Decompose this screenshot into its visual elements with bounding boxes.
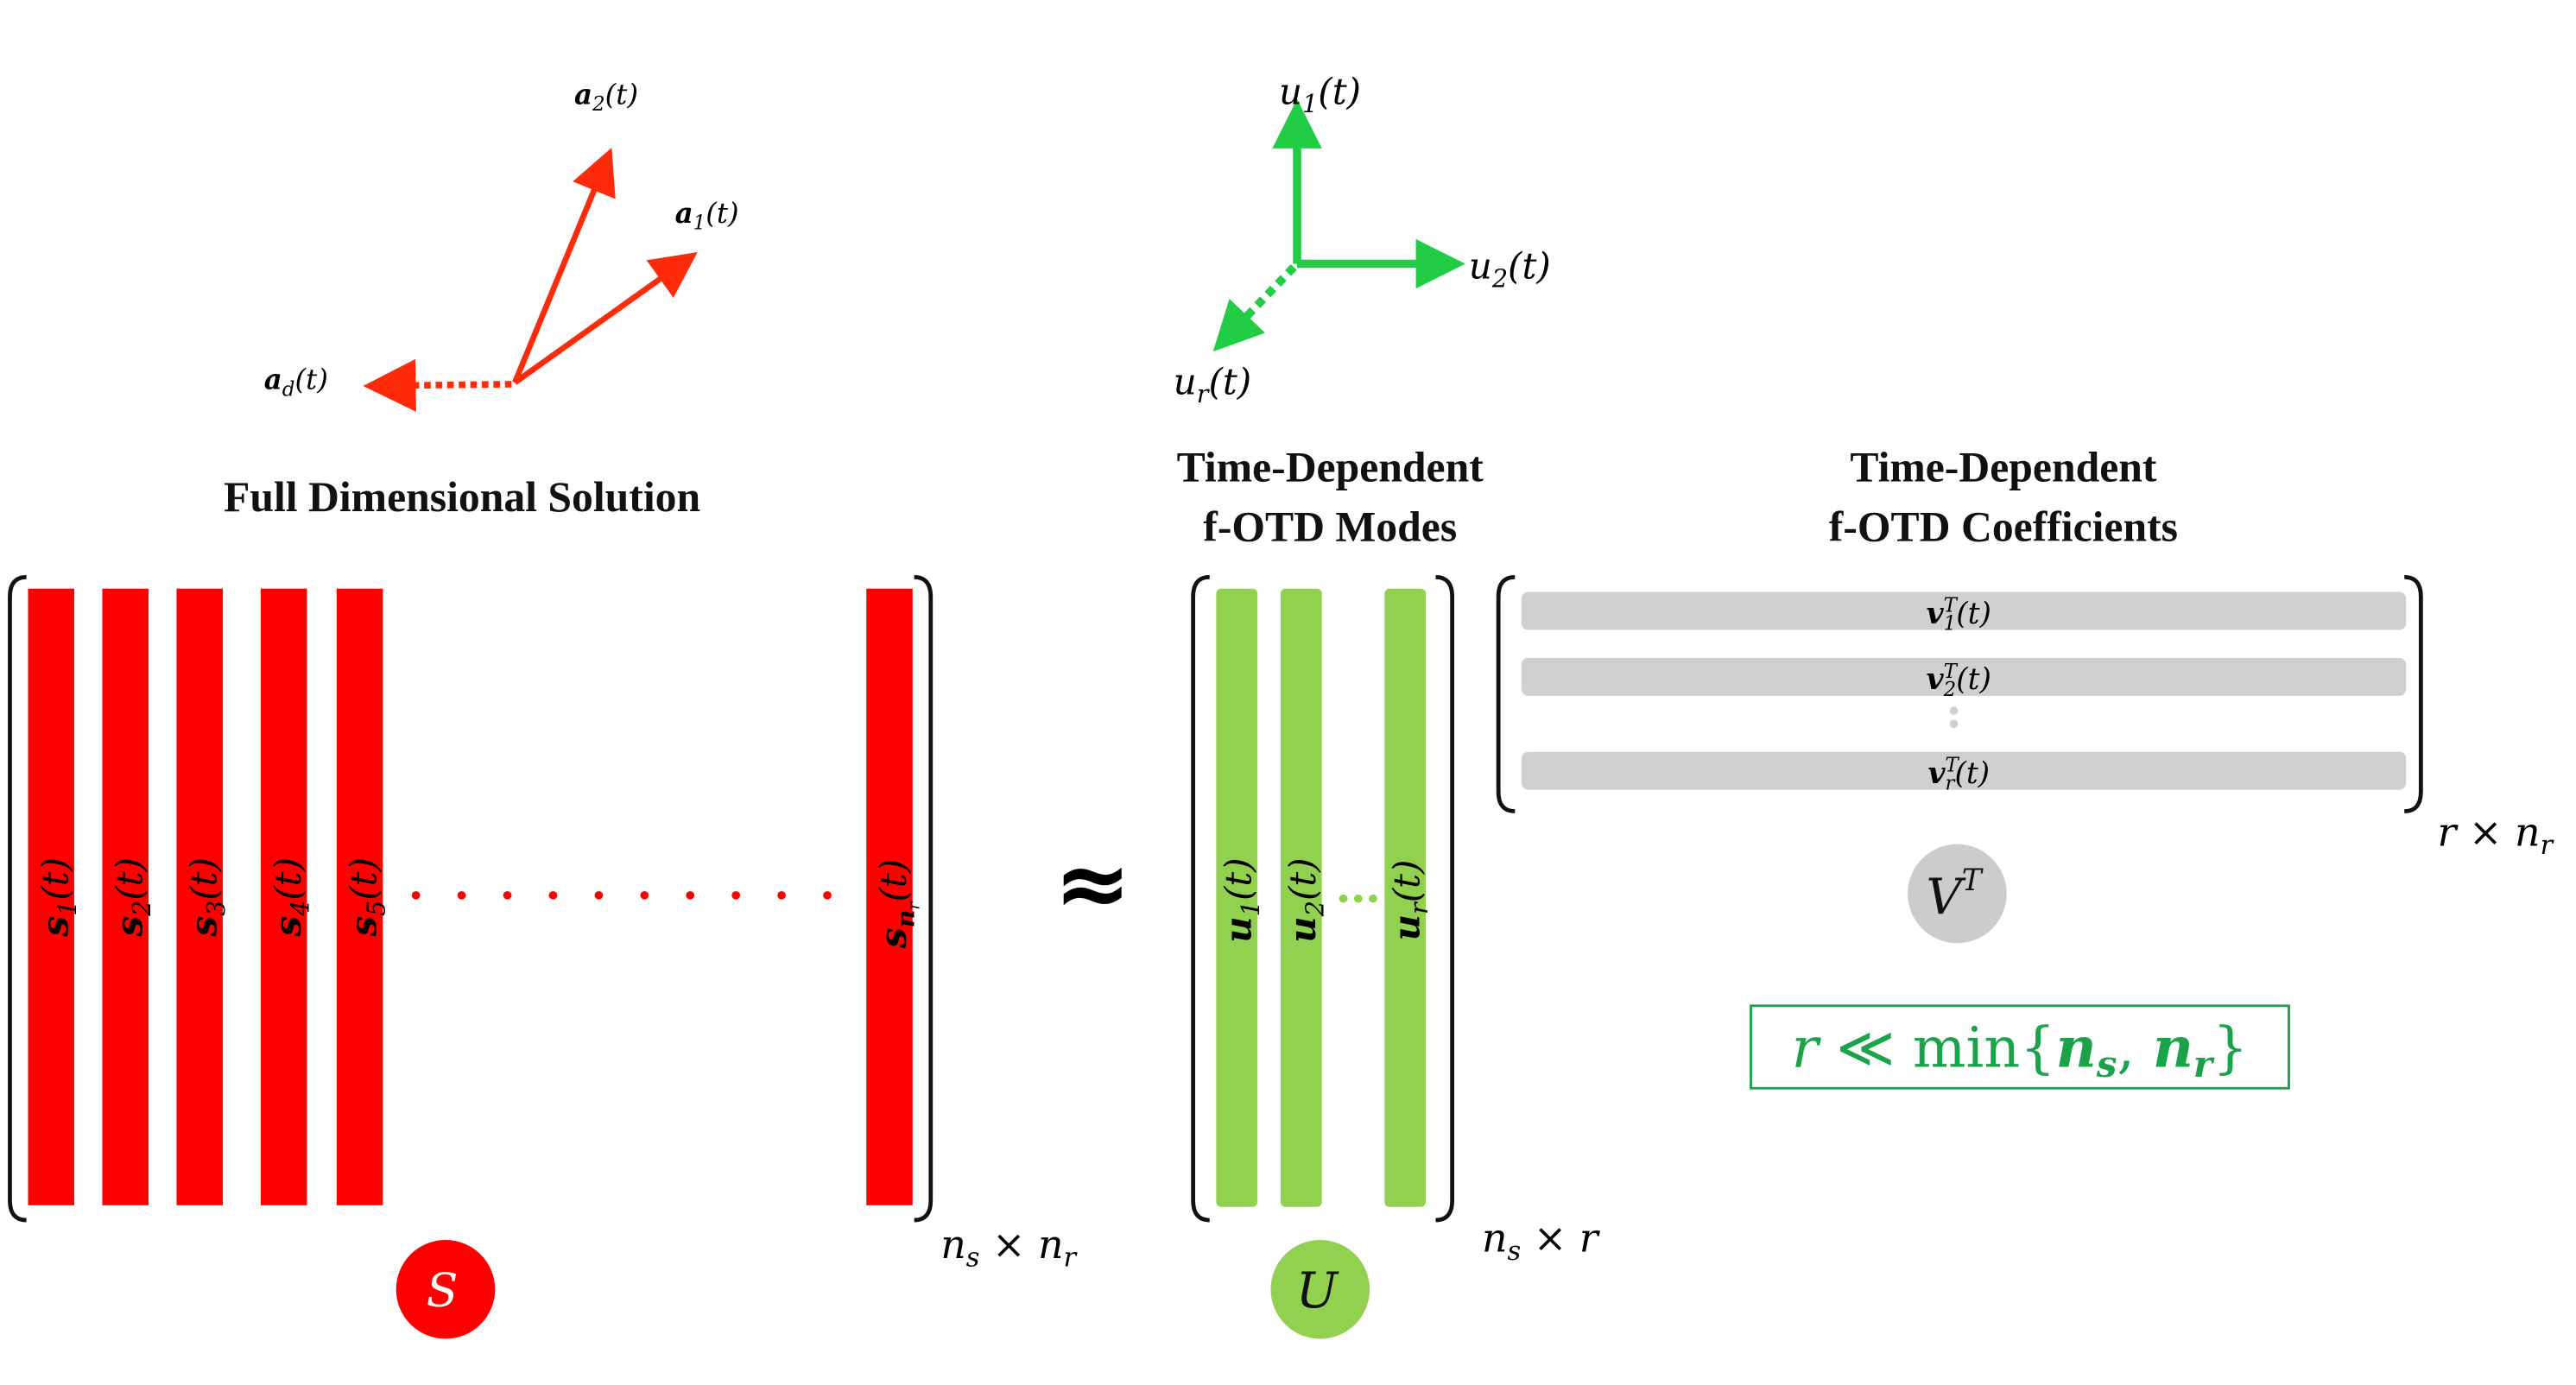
vt-row-1-bar <box>1521 591 2407 630</box>
matrix-s: s1(t) s2(t) s3(t) s4(t) s5(t) <box>8 574 1079 1339</box>
s-column-1: s1(t) <box>28 588 82 1205</box>
a2-arrow <box>512 147 616 384</box>
s-column-nr-bar <box>866 588 913 1205</box>
a2-label: a2(t) <box>574 78 638 116</box>
u-axes-group: u1(t) u2(t) ur(t) <box>1174 70 1551 408</box>
ad-arrow-dotted <box>363 358 512 412</box>
approx-symbol: ≈ <box>1054 831 1131 938</box>
s-column-3: s3(t) <box>176 588 231 1205</box>
s-column-2-label: s2(t) <box>108 857 156 938</box>
matrix-u-left-bracket <box>1191 574 1210 1223</box>
ad-label: ad(t) <box>264 364 328 402</box>
s-column-nr-label: snr(t) <box>872 859 923 949</box>
a1-label: a1(t) <box>675 197 739 235</box>
u-column-2-label: u2(t) <box>1282 857 1330 942</box>
modes-title-line2: f-OTD Modes <box>1203 503 1457 550</box>
matrix-vt-dimensions: r × nr <box>2437 809 2554 862</box>
u-column-1: u1(t) <box>1216 588 1265 1207</box>
u1-label: u1(t) <box>1279 70 1361 118</box>
s-column-4: s4(t) <box>260 588 315 1205</box>
s-column-5-bar <box>336 588 383 1205</box>
u-column-1-label: u1(t) <box>1217 857 1265 942</box>
s-column-3-bar <box>176 588 223 1205</box>
u-column-r: ur(t) <box>1384 588 1434 1207</box>
s-column-2: s2(t) <box>102 588 156 1205</box>
u-column-2: u2(t) <box>1280 588 1330 1207</box>
matrix-u-right-bracket <box>1435 574 1455 1223</box>
matrix-u-circle-label: U <box>1296 1262 1339 1319</box>
matrix-vt-left-bracket <box>1496 574 1516 813</box>
matrix-vt-right-bracket <box>2404 574 2423 813</box>
matrix-u-circle <box>1270 1239 1370 1339</box>
matrix-s-left-bracket <box>8 574 27 1223</box>
rank-condition-text: r ≪ min{ns, nr} <box>1792 1015 2249 1085</box>
s-column-5: s5(t) <box>336 588 391 1205</box>
u-column-r-bar <box>1384 588 1427 1207</box>
coefficients-title-line1: Time-Dependent <box>1850 444 2157 491</box>
s-column-5-label: s5(t) <box>343 857 391 938</box>
vt-row-r-bar <box>1521 751 2407 790</box>
coefficients-title-line2: f-OTD Coefficients <box>1829 503 2178 550</box>
vt-row-2-bar <box>1521 657 2407 696</box>
matrix-u: u1(t) u2(t) ur(t) ns × r U <box>1191 574 1601 1339</box>
matrix-s-circle-label: S <box>427 1262 459 1317</box>
rank-condition: r ≪ min{ns, nr} <box>1750 1004 2290 1090</box>
u-column-2-bar <box>1280 588 1322 1207</box>
s-column-1-label: s1(t) <box>34 857 82 938</box>
s-column-3-label: s3(t) <box>182 857 231 938</box>
s-column-4-bar <box>260 588 307 1205</box>
ur-arrow-dotted <box>1212 264 1297 352</box>
ur-label: ur(t) <box>1174 360 1251 408</box>
matrix-vt-circle-label: VT <box>1926 863 1984 926</box>
u2-label: u2(t) <box>1469 245 1551 294</box>
a1-arrow <box>513 252 698 385</box>
s-column-2-bar <box>102 588 149 1205</box>
a-vectors-group: a2(t) a1(t) ad(t) <box>264 78 739 412</box>
s-column-4-label: s4(t) <box>267 857 315 938</box>
rank-condition-box <box>1750 1004 2290 1090</box>
matrix-s-right-bracket <box>914 574 934 1223</box>
s-column-1-bar <box>28 588 74 1205</box>
u-column-r-label: ur(t) <box>1385 860 1434 941</box>
matrix-vt-circle <box>1908 844 2007 944</box>
matrix-u-dimensions: ns × r <box>1482 1214 1601 1267</box>
matrix-s-circle <box>396 1239 496 1339</box>
s-column-nr: snr(t) <box>866 588 923 1205</box>
matrix-s-dimensions: ns × nr <box>940 1221 1078 1274</box>
u-column-1-bar <box>1216 588 1258 1207</box>
modes-title-line1: Time-Dependent <box>1177 444 1484 491</box>
full-solution-title: Full Dimensional Solution <box>224 473 700 521</box>
